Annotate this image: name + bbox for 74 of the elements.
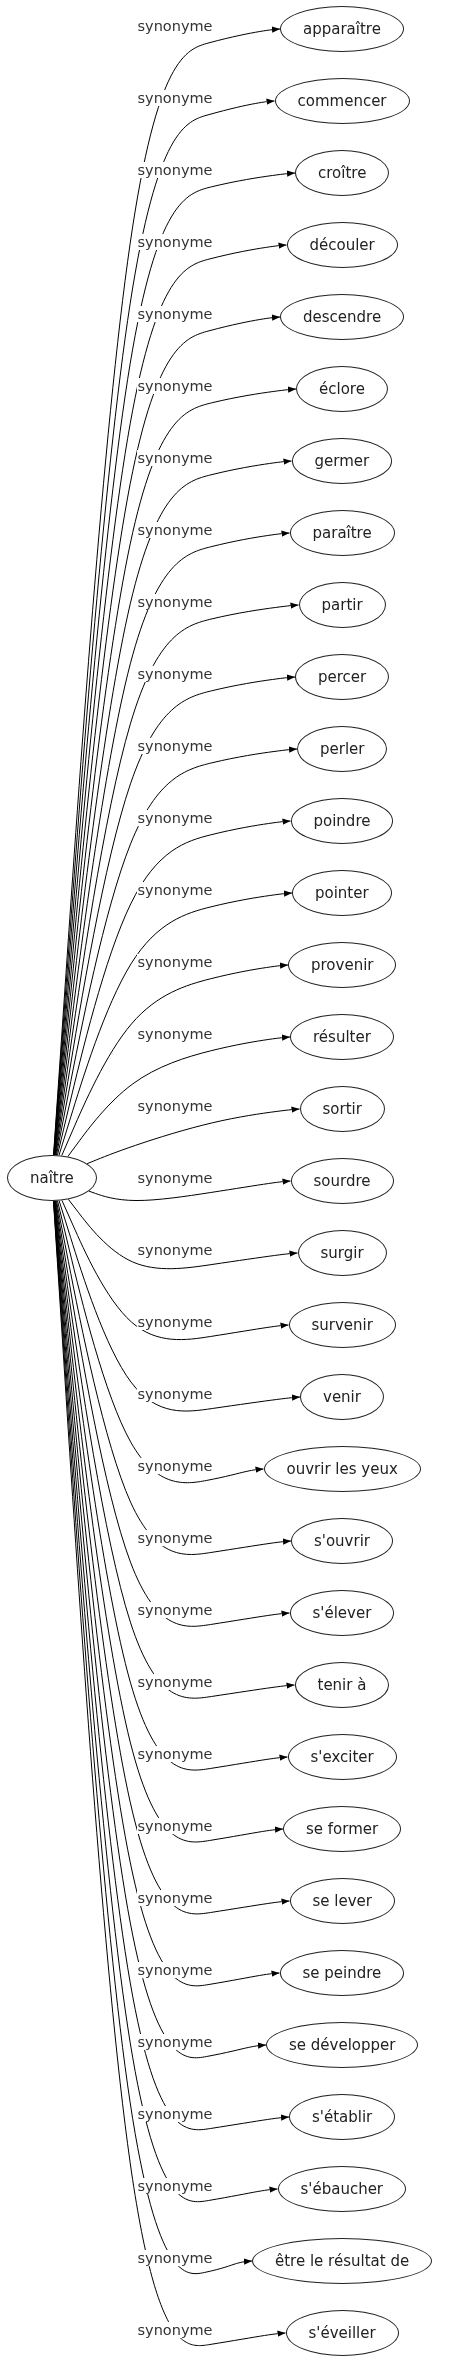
- ellipse-node: percer: [295, 654, 390, 700]
- ellipse-node: se former: [283, 1806, 402, 1852]
- edge-label: synonyme: [136, 162, 214, 178]
- ellipse-node: poindre: [290, 798, 394, 844]
- edge-label: synonyme: [136, 594, 214, 610]
- ellipse-node: ouvrir les yeux: [263, 1446, 421, 1492]
- ellipse-node: commencer: [274, 78, 410, 124]
- ellipse-node: apparaître: [280, 6, 404, 52]
- edge-label: synonyme: [136, 378, 214, 394]
- ellipse-node: résulter: [290, 1014, 394, 1060]
- edge-label: synonyme: [136, 1890, 214, 1906]
- arrow: [61, 1199, 289, 1341]
- edge-label: synonyme: [136, 234, 214, 250]
- ellipse-node: s'exciter: [287, 1734, 397, 1780]
- ellipse-node: s'ouvrir: [291, 1518, 393, 1564]
- arrow: [61, 962, 289, 1157]
- edge-label: synonyme: [136, 1530, 214, 1546]
- ellipse-node: découler: [286, 222, 398, 268]
- arrow: [58, 1200, 301, 1412]
- edge-label: synonyme: [136, 666, 214, 682]
- edge-label: synonyme: [136, 1746, 214, 1762]
- arrow: [53, 1200, 286, 2347]
- arrow: [88, 1178, 291, 1201]
- arrow: [56, 1200, 292, 1555]
- ellipse-node: tenir à: [294, 1662, 390, 1708]
- edge-label: synonyme: [136, 1674, 214, 1690]
- ellipse-node: se développer: [266, 2022, 419, 2068]
- ellipse-node: descendre: [280, 294, 405, 340]
- ellipse-node: éclore: [296, 366, 388, 412]
- ellipse-node: survenir: [288, 1302, 396, 1348]
- edge-label: synonyme: [136, 90, 214, 106]
- edge-label: synonyme: [136, 1602, 214, 1618]
- edge-label: synonyme: [136, 954, 214, 970]
- arrow: [55, 1200, 290, 1627]
- ellipse-node: surgir: [297, 1230, 387, 1276]
- ellipse-node: naître: [7, 1155, 97, 1201]
- ellipse-node: s'ébaucher: [277, 2166, 407, 2212]
- ellipse-node: s'établir: [289, 2094, 396, 2140]
- edge-label: synonyme: [136, 450, 214, 466]
- edge-label: synonyme: [136, 306, 214, 322]
- ellipse-node: s'éveiller: [285, 2310, 399, 2356]
- ellipse-node: croître: [295, 150, 390, 196]
- ellipse-node: s'élever: [289, 1590, 395, 1636]
- edge-label: synonyme: [136, 522, 214, 538]
- ellipse-node: paraître: [289, 510, 395, 556]
- edge-label: synonyme: [136, 2250, 214, 2266]
- ellipse-node: provenir: [288, 942, 397, 988]
- edge-label: synonyme: [136, 1458, 214, 1474]
- edge-label: synonyme: [136, 2106, 214, 2122]
- ellipse-node: être le résultat de: [252, 2238, 433, 2284]
- arrow: [58, 890, 293, 1156]
- ellipse-node: se lever: [289, 1878, 395, 1924]
- edge-label: synonyme: [136, 1962, 214, 1978]
- arrow: [55, 746, 298, 1156]
- arrow: [86, 1106, 300, 1165]
- edge-label: synonyme: [136, 882, 214, 898]
- edge-label: synonyme: [136, 810, 214, 826]
- arrow: [57, 1200, 264, 1484]
- ellipse-node: sourdre: [290, 1158, 394, 1204]
- ellipse-node: venir: [300, 1374, 384, 1420]
- ellipse-node: germer: [291, 438, 393, 484]
- ellipse-node: se peindre: [279, 1950, 405, 1996]
- arrow: [67, 1034, 291, 1157]
- edge-label: synonyme: [136, 2322, 214, 2338]
- edge-label: synonyme: [136, 1818, 214, 1834]
- ellipse-node: partir: [298, 582, 386, 628]
- arrow: [56, 818, 291, 1156]
- edge-label: synonyme: [136, 738, 214, 754]
- ellipse-node: sortir: [299, 1086, 385, 1132]
- edge-label: synonyme: [136, 2034, 214, 2050]
- edge-label: synonyme: [136, 1386, 214, 1402]
- ellipse-node: perler: [297, 726, 388, 772]
- edge-label: synonyme: [136, 2178, 214, 2194]
- ellipse-node: pointer: [292, 870, 392, 916]
